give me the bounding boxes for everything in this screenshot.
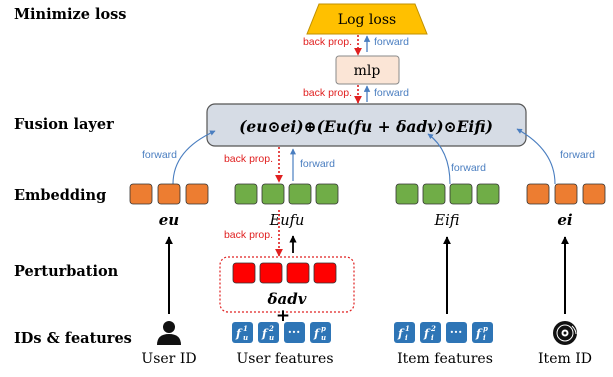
fusion-formula: (eu⊙ei)⊕(Eu(fu + δadv)⊙Eifi) (239, 117, 493, 136)
embedding-item-features (395, 183, 500, 205)
backprop-label-1: back prop. (303, 36, 352, 48)
forward-label-2: forward (374, 87, 409, 99)
forward-label-eu: forward (142, 149, 177, 161)
eu-label: eu (159, 211, 180, 229)
forward-label-ei-fi: forward (451, 162, 486, 174)
delta-adv-label: δadv (267, 290, 307, 308)
fusion-layer-node: (eu⊙ei)⊕(Eu(fu + δadv)⊙Eifi) (206, 103, 527, 147)
dots-icon-item: ··· (450, 325, 463, 339)
svg-text:i: i (483, 333, 486, 342)
perturbation-box: δadv (219, 256, 355, 313)
user-icon (157, 321, 181, 345)
user-id-label: User ID (141, 351, 196, 367)
embedding-user-features (234, 183, 339, 205)
svg-text:i: i (405, 333, 408, 342)
item-features-label: Item features (397, 351, 493, 367)
svg-text:f: f (423, 326, 431, 340)
row-label-ids-features: IDs & features (14, 330, 132, 347)
embedding-ei (526, 183, 606, 205)
forward-curve-item-features (427, 133, 451, 185)
log-loss-node: Log loss (306, 3, 428, 35)
svg-text:u: u (269, 333, 274, 342)
svg-text:f: f (313, 326, 321, 340)
forward-curve-user-id (172, 130, 216, 185)
svg-text:f: f (475, 326, 483, 340)
fu1-icon-text: f (235, 326, 243, 340)
forward-label-ei: forward (560, 149, 595, 161)
svg-text:p: p (321, 324, 326, 333)
user-feature-icons: f 1 u f 2 u ··· f p u (232, 322, 331, 343)
svg-text:2: 2 (268, 324, 274, 333)
forward-curve-item-id (516, 128, 556, 185)
svg-text:1: 1 (405, 324, 410, 333)
log-loss-label: Log loss (338, 12, 396, 28)
embedding-eu (129, 183, 209, 205)
disc-icon (553, 321, 577, 345)
svg-text:f: f (397, 326, 405, 340)
svg-text:u: u (321, 333, 326, 342)
user-features-label: User features (236, 351, 333, 367)
dots-icon-user: ··· (288, 325, 301, 339)
item-id-label: Item ID (538, 351, 592, 367)
ei-fi-label: Eifi (434, 213, 460, 229)
row-label-perturbation: Perturbation (14, 263, 119, 280)
backprop-label-3: back prop. (224, 153, 273, 165)
svg-text:f: f (261, 326, 269, 340)
svg-text:p: p (483, 324, 488, 333)
ei-label: ei (557, 211, 573, 229)
row-label-minimize-loss: Minimize loss (14, 6, 127, 23)
row-label-embedding: Embedding (14, 187, 107, 204)
svg-text:u: u (243, 333, 248, 342)
forward-label-1: forward (374, 36, 409, 48)
eu-fu-label: Eufu (269, 213, 305, 229)
item-feature-icons: f 1 i f 2 i ··· f p i (394, 322, 493, 343)
mlp-node: mlp (335, 55, 400, 85)
svg-text:2: 2 (430, 324, 436, 333)
plus-sign: + (276, 306, 290, 326)
svg-text:i: i (431, 333, 434, 342)
backprop-label-4: back prop. (224, 229, 273, 241)
forward-label-user-features: forward (300, 158, 335, 170)
row-label-fusion-layer: Fusion layer (14, 116, 114, 133)
svg-text:1: 1 (243, 324, 248, 333)
backprop-label-2: back prop. (303, 87, 352, 99)
mlp-label: mlp (354, 63, 381, 79)
